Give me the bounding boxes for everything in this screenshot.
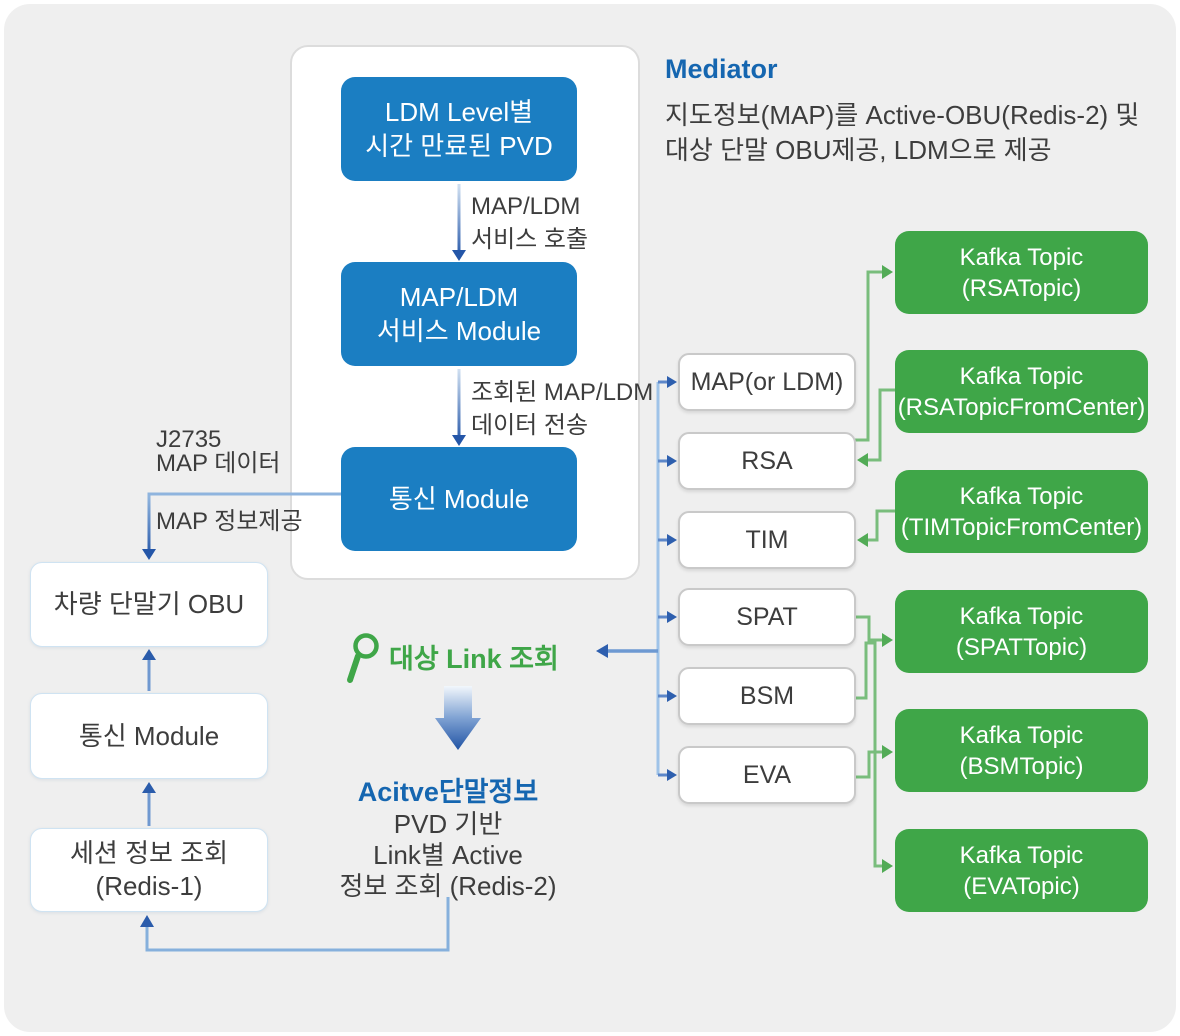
rsa-box: RSA — [678, 432, 856, 490]
spat-box: SPAT — [678, 588, 856, 646]
kafka-topic-timfromcenter-box: Kafka Topic (TIMTopicFromCenter) — [895, 470, 1148, 553]
active-info-line: Link별 Active — [373, 840, 523, 870]
kafka-topic-spat-box: Kafka Topic (SPATTopic) — [895, 590, 1148, 673]
j2735-label: J2735 MAP 데이터 — [156, 426, 281, 477]
link-lookup-label: 대상 Link 조회 — [389, 644, 559, 674]
bsm-box: BSM — [678, 667, 856, 725]
map-ldm-service-box: MAP/LDM 서비스 Module — [341, 262, 577, 366]
comm-module-box: 통신 Module — [341, 447, 577, 551]
session-lookup-box: 세션 정보 조회 (Redis-1) — [30, 828, 268, 912]
active-info-line: 정보 조회 (Redis-2) — [339, 871, 557, 901]
active-info-line: PVD 기반 — [393, 809, 503, 839]
eva-box: EVA — [678, 746, 856, 804]
active-info-block: Acitve단말정보 PVD 기반 Link별 Active 정보 조회 (Re… — [308, 770, 588, 902]
mediator-title: Mediator — [665, 54, 778, 84]
active-info-title: Acitve단말정보 — [357, 777, 539, 807]
map-provide-label: MAP 정보제공 — [156, 508, 303, 535]
vehicle-obu-box: 차량 단말기 OBU — [30, 562, 268, 647]
service-call-label: MAP/LDM 서비스 호출 — [471, 193, 589, 253]
left-comm-module-box: 통신 Module — [30, 693, 268, 779]
tim-box: TIM — [678, 511, 856, 569]
map-or-ldm-box: MAP(or LDM) — [678, 353, 856, 411]
mediator-description: 지도정보(MAP)를 Active-OBU(Redis-2) 및 대상 단말 O… — [665, 100, 1140, 165]
kafka-topic-rsa-box: Kafka Topic (RSATopic) — [895, 231, 1148, 314]
kafka-topic-rsafromcenter-box: Kafka Topic (RSATopicFromCenter) — [895, 350, 1148, 433]
data-transfer-label: 조회된 MAP/LDM 데이터 전송 — [471, 379, 654, 439]
ldm-pvd-box: LDM Level별 시간 만료된 PVD — [341, 77, 577, 181]
kafka-topic-bsm-box: Kafka Topic (BSMTopic) — [895, 709, 1148, 792]
kafka-topic-eva-box: Kafka Topic (EVATopic) — [895, 829, 1148, 912]
